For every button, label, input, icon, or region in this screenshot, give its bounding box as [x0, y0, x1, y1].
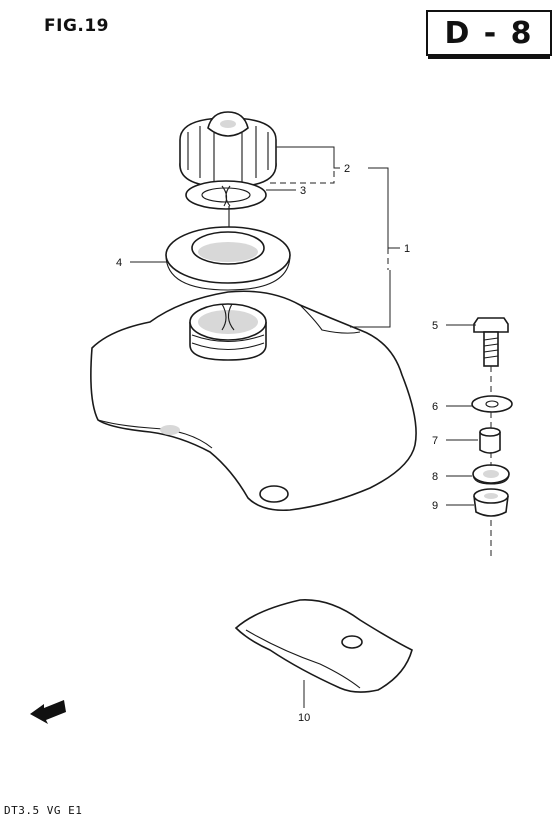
cover-sheet-part: [234, 599, 413, 693]
front-direction-arrow-icon: [30, 700, 66, 724]
callout-6: 6: [432, 401, 438, 413]
callout-7: 7: [432, 435, 438, 447]
callout-8: 8: [432, 471, 438, 483]
callout-labels: 1 2 3 4 5 6 7 8 9 10: [116, 163, 438, 724]
leader-lines: [130, 146, 492, 708]
grommet-part: [472, 464, 510, 485]
callout-3: 3: [300, 185, 306, 197]
section-code-box: D - 8: [426, 10, 552, 59]
bolt-part: [473, 317, 509, 367]
model-code: DT3.5 VG E1: [4, 804, 83, 817]
callout-4: 4: [116, 257, 122, 269]
filler-ring-part: [165, 226, 291, 291]
callout-5: 5: [432, 320, 438, 332]
washer-part: [471, 395, 513, 413]
fuel-tank-part: [90, 290, 417, 512]
cap-gasket-part: [185, 180, 267, 262]
callout-9: 9: [432, 500, 438, 512]
cushion-part: [473, 488, 509, 517]
callout-10: 10: [298, 712, 310, 724]
figure-label: FIG.19: [44, 16, 110, 36]
callout-2: 2: [344, 163, 350, 175]
fuel-cap-part: [179, 111, 277, 188]
collar-part: [479, 427, 501, 454]
callout-1: 1: [404, 243, 410, 255]
